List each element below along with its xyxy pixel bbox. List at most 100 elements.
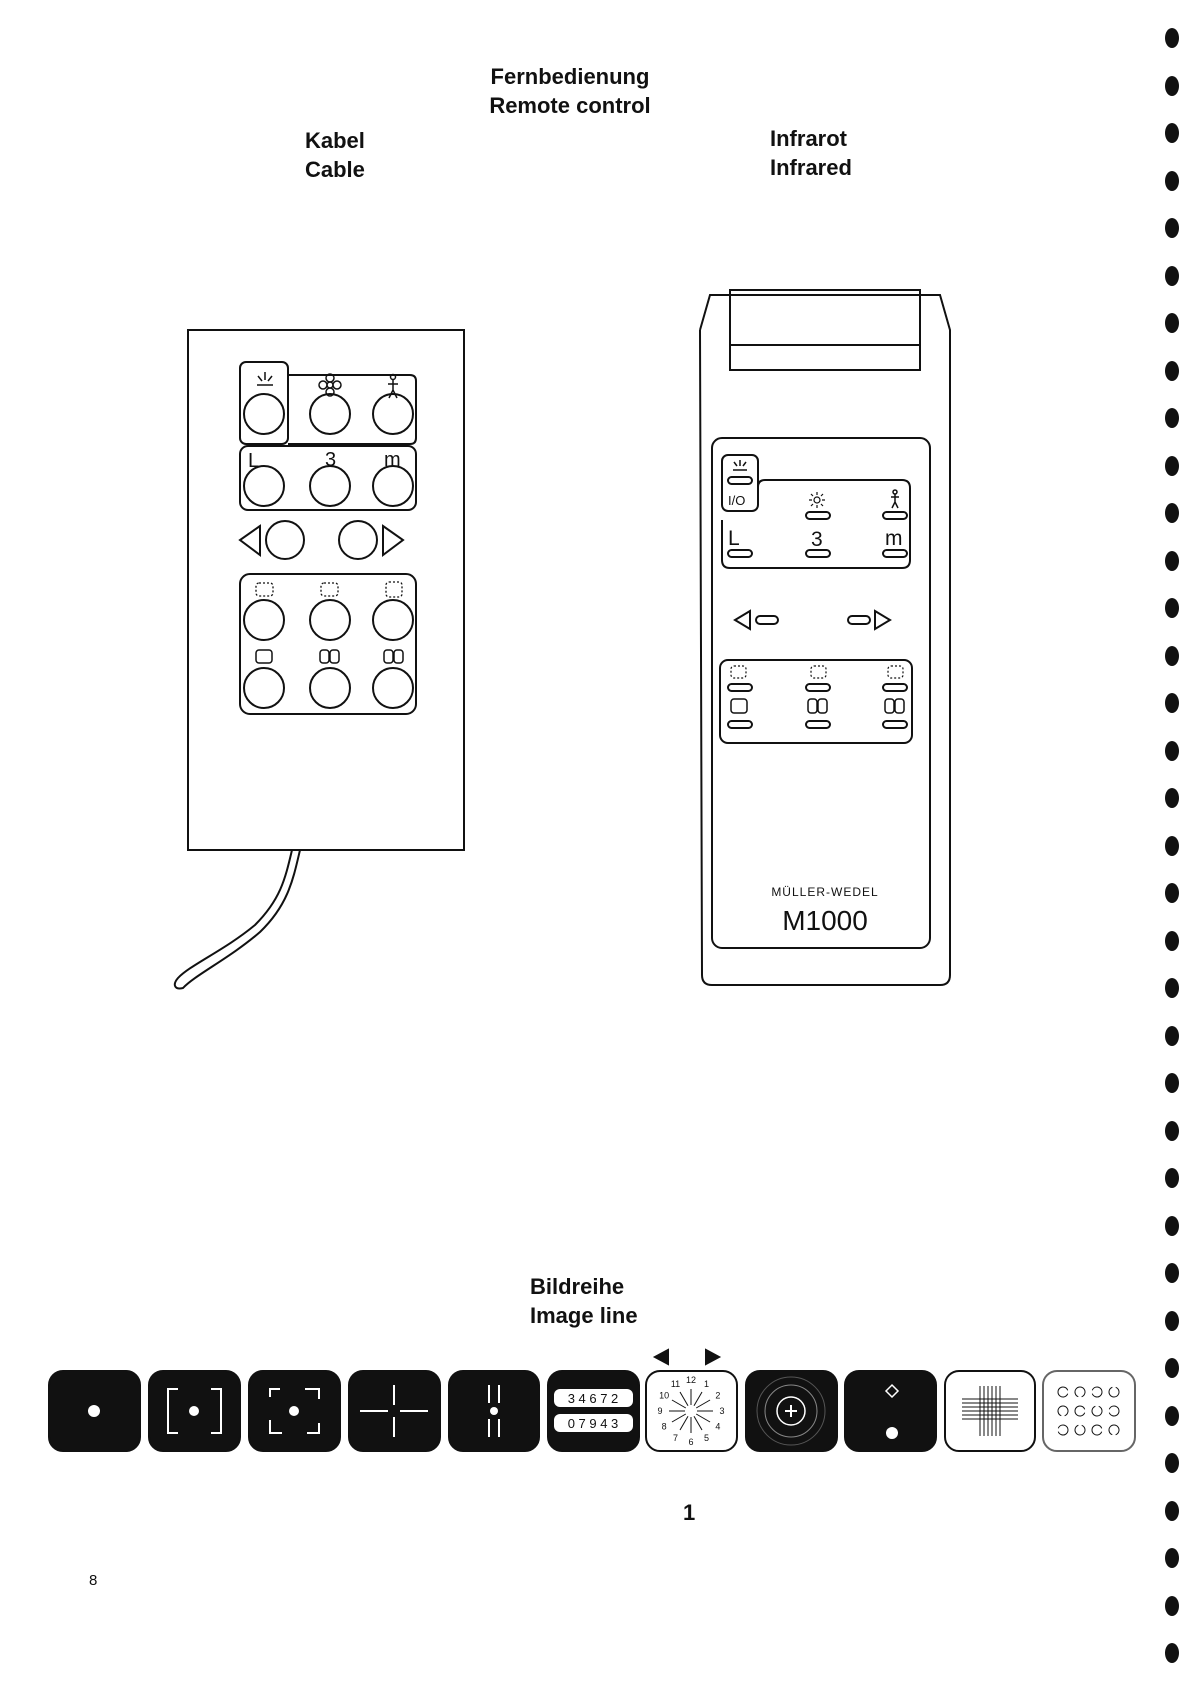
ir-brand: MÜLLER-WEDEL — [771, 885, 878, 899]
ir-model: M1000 — [782, 905, 868, 936]
ir-button-c2[interactable] — [806, 721, 830, 728]
cable-button-b3[interactable] — [373, 600, 413, 640]
image-frame-corners[interactable] — [249, 1371, 340, 1451]
image-landolt-rings[interactable] — [1043, 1371, 1135, 1451]
clock-number: 3 — [719, 1406, 724, 1416]
clock-number: 12 — [686, 1375, 696, 1385]
clock-number: 7 — [673, 1433, 678, 1443]
image-dot[interactable] — [49, 1371, 140, 1451]
double-frame-icon — [320, 650, 339, 663]
binder-hole — [1165, 456, 1179, 476]
binder-hole — [1165, 1073, 1179, 1093]
ir-left-arrow-icon — [735, 611, 750, 629]
binder-hole — [1165, 76, 1179, 96]
binder-hole — [1165, 598, 1179, 618]
single-frame-icon — [256, 650, 272, 663]
frame-rotate-icon — [321, 583, 338, 596]
ir-double-frame-alt-icon — [885, 699, 904, 713]
binder-hole — [1165, 266, 1179, 286]
ir-person-icon — [891, 490, 899, 508]
ir-power-label: I/O — [728, 493, 745, 508]
cable-button-person[interactable] — [373, 394, 413, 434]
clock-number: 10 — [659, 1391, 669, 1401]
ir-button-power[interactable] — [728, 477, 752, 484]
image-diamond-dot[interactable] — [845, 1371, 936, 1451]
ir-button-c1[interactable] — [728, 721, 752, 728]
double-frame-alt-icon — [384, 650, 403, 663]
binder-hole — [1165, 171, 1179, 191]
ir-window — [730, 290, 920, 370]
binder-hole — [1165, 836, 1179, 856]
ir-button-right[interactable] — [848, 616, 870, 624]
binder-hole — [1165, 1501, 1179, 1521]
ir-button-b3[interactable] — [883, 684, 907, 691]
ir-button-m[interactable] — [883, 550, 907, 557]
image-line-next-icon[interactable] — [706, 1350, 719, 1364]
cable-button-c2[interactable] — [310, 668, 350, 708]
clock-number: 1 — [704, 1379, 709, 1389]
image-line-prev-icon[interactable] — [655, 1350, 668, 1364]
image-cross[interactable] — [349, 1371, 440, 1451]
image-vertical-lines[interactable] — [449, 1371, 539, 1451]
cable-button-c3[interactable] — [373, 668, 413, 708]
binder-hole — [1165, 1121, 1179, 1141]
clock-number: 9 — [657, 1406, 662, 1416]
cable-button-3[interactable] — [310, 466, 350, 506]
cable-button-b1[interactable] — [244, 600, 284, 640]
ir-button-left[interactable] — [756, 616, 778, 624]
frame-dashed-icon — [256, 583, 273, 596]
ir-button-sun[interactable] — [806, 512, 830, 519]
cable-button-m[interactable] — [373, 466, 413, 506]
ir-button-b1[interactable] — [728, 684, 752, 691]
cable-remote-body — [188, 330, 464, 850]
ir-button-3[interactable] — [806, 550, 830, 557]
binder-hole — [1165, 931, 1179, 951]
ir-right-arrow-icon — [875, 611, 890, 629]
numbers-row-1: 3 4 6 7 2 — [568, 1391, 619, 1406]
cable-button-right[interactable] — [339, 521, 377, 559]
cable-label-3: 3 — [325, 449, 336, 471]
binder-hole — [1165, 1643, 1179, 1663]
ir-frame-dashed-icon — [731, 666, 746, 678]
binder-hole — [1165, 1168, 1179, 1188]
numbers-row-2: 0 7 9 4 3 — [568, 1416, 619, 1431]
binder-hole — [1165, 646, 1179, 666]
image-numbers[interactable]: 3 4 6 7 2 0 7 9 4 3 — [548, 1371, 639, 1451]
clock-number: 6 — [688, 1437, 693, 1447]
image-line: 3 4 6 7 2 0 7 9 4 3 121234567891011 — [49, 1350, 1135, 1451]
binder-hole — [1165, 361, 1179, 381]
ir-double-frame-icon — [808, 699, 827, 713]
ir-button-person[interactable] — [883, 512, 907, 519]
cable-button-fan[interactable] — [310, 394, 350, 434]
ir-lamp-icon — [733, 460, 747, 470]
binder-hole — [1165, 1453, 1179, 1473]
binder-hole — [1165, 408, 1179, 428]
ir-label-m: m — [885, 527, 903, 550]
cable-button-b2[interactable] — [310, 600, 350, 640]
left-arrow-icon — [240, 526, 260, 555]
ir-top-group-frame — [722, 480, 910, 568]
lamp-icon — [257, 372, 273, 385]
ir-button-c3[interactable] — [883, 721, 907, 728]
image-frame-brackets[interactable] — [149, 1371, 240, 1451]
binder-hole — [1165, 1216, 1179, 1236]
ir-frame-split-icon — [888, 666, 903, 678]
cable-button-lamp[interactable] — [244, 394, 284, 434]
ir-frame-rotate-icon — [811, 666, 826, 678]
cable-button-c1[interactable] — [244, 668, 284, 708]
ir-sun-icon — [809, 492, 825, 508]
right-arrow-icon — [383, 526, 403, 555]
image-grid[interactable] — [945, 1371, 1035, 1451]
image-target[interactable] — [746, 1371, 837, 1451]
cable-button-left[interactable] — [266, 521, 304, 559]
cable-button-l[interactable] — [244, 466, 284, 506]
binder-hole — [1165, 693, 1179, 713]
frame-split-icon — [386, 582, 402, 597]
ir-button-l[interactable] — [728, 550, 752, 557]
clock-number: 4 — [715, 1422, 720, 1432]
ir-bottom-group-frame — [720, 660, 912, 743]
binder-hole — [1165, 1311, 1179, 1331]
cable-wire — [175, 850, 300, 988]
ir-button-b2[interactable] — [806, 684, 830, 691]
